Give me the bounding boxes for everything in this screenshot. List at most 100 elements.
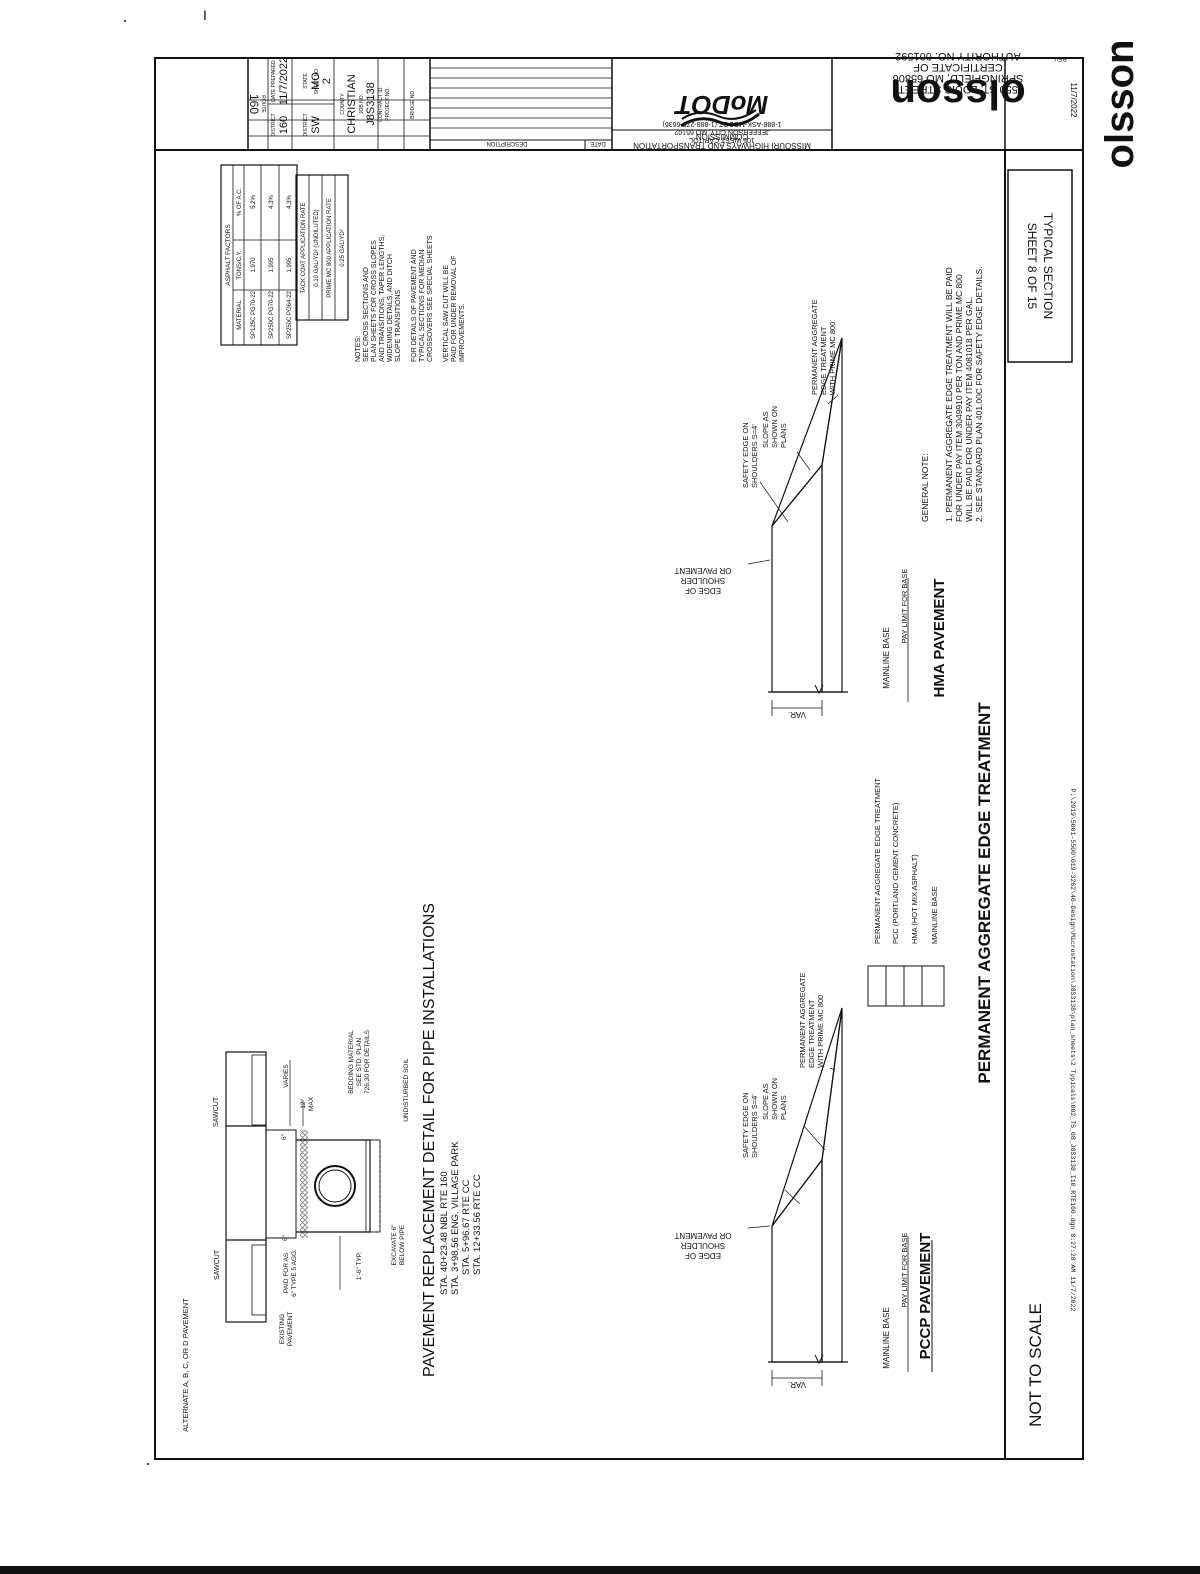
six-inch-top: 6" [281,1133,288,1140]
asphalt-row-3-material: SP250C PG64-22 [287,290,293,339]
hma-pay-limit: PAY LIMIT FOR BASE [900,569,909,644]
asphalt-factors-table: ASPHALT FACTORS MATERIAL TONS/C.Y. % OF … [220,164,298,346]
pccp-mainline-base: MAINLINE BASE [882,1307,891,1368]
asphalt-header-ac: % OF A.C. [237,188,243,217]
firm-address-2: SPRINGFIELD, MO 65806 [893,72,1024,84]
state: MO [310,72,322,90]
date-prepared: 11/7/2022 [278,57,290,105]
hma-slope-1: SLOPE AS [761,411,770,448]
varies-label: VARIES [283,1064,290,1088]
pccp-var: VAR. [788,1380,806,1389]
county: CHRISTIAN [346,74,358,133]
commission-2: COMMISSION [696,132,749,141]
hma-section: VAR. EDGE OF SHOULDER OR PAVEMENT SAFETY… [674,299,948,719]
pccp-pay-limit: PAY LIMIT FOR BASE [900,1233,909,1308]
hma-edge-1: EDGE OF [685,586,721,595]
pccp-title: PCCP PAVEMENT [917,1233,934,1360]
notes-block: NOTES: SEE CROSS SECTIONS AND PLAN SHEET… [355,235,466,362]
general-note-title: GENERAL NOTE: [920,453,930,522]
bedding-2: SEE STD. PLAN [356,1037,363,1086]
project-no-label: PROJECT NO. [385,87,391,121]
excavate-2: BELOW PIPE [399,1224,406,1265]
notes-line: PLAN SHEETS FOR CROSS SLOPES [371,240,378,362]
asphalt-row-2-ac: 4.3% [269,195,275,209]
typical-dimension: 1'-6" TYP. [356,1252,363,1280]
general-note-line: FOR UNDER PAY ITEM 3049910 PER TON AND P… [954,274,964,522]
legend-item-hma: HMA (HOT MIX ASPHALT) [910,854,919,944]
hma-safety-1: SAFETY EDGE ON [741,422,750,488]
hma-perm-1: PERMANENT AGGREGATE [810,299,819,395]
edge-date: 11/7/2022 [1069,83,1078,119]
max-1: 12" [300,1099,307,1109]
station-1: STA. 40+23.48 NBL RTE 160 [439,1171,450,1295]
alternate-pavement-label: ALTERNATE A, B, C, OR D PAVEMENT [181,1298,190,1432]
olsson-block: olsson [1004,40,1142,168]
station-4: STA. 12+33.56 RTE CC [472,1174,483,1275]
route-number: 160 [278,116,290,134]
agency-address-1: 105 WEST CAPITOL [689,136,755,143]
typical-section-sheet: SHEET 8 OF 15 [1025,223,1039,310]
station-3: STA. 5+96.67 RTE CC [461,1179,472,1275]
asphalt-row-3-tons: 1.995 [287,257,293,273]
asphalt-row-1-material: SP125C PG70-22 [251,290,257,339]
legend: PERMANENT AGGREGATE EDGE TREATMENT PCC (… [867,777,945,1007]
pccp-slope-3: PLANS [779,1095,788,1120]
job-no-label: JOB NO. [359,94,365,114]
pccp-slope-1: SLOPE AS [761,1083,770,1120]
notes-line: CROSSOVERS SEE SPECIAL SHEETS [427,235,434,362]
firm-logo: olsson [890,71,1025,118]
county-label: COUNTY [340,93,346,115]
hma-slope-2: SHOWN ON [770,406,779,448]
hma-edge-2: SHOULDER [681,576,726,585]
notes-line: SEE CROSS SECTIONS AND [363,267,370,362]
tack-value: 0.10 GAL/YD² (UNDILUTED) [314,209,320,286]
hma-perm-3: WITH PRIME MC 800 [828,322,837,395]
pccp-section: VAR. EDGE OF SHOULDER OR PAVEMENT SAFETY… [674,972,934,1389]
prime-title: PRIME MC 800 APPLICATION RATE [327,198,333,297]
agency-phone: 1-888-ASK-MODOT (1-888-275-6636) [663,120,782,127]
asphalt-row-2-tons: 1.995 [269,257,275,273]
pccp-edge-1: EDGE OF [685,1251,721,1260]
tack-title: TACK COAT APPLICATION RATE [301,202,307,293]
asphalt-table-title: ASPHALT FACTORS [225,224,232,286]
asphalt-row-2-material: SP250C PG70-22 [269,290,275,339]
hma-mainline-base: MAINLINE BASE [882,627,891,688]
hma-title: HMA PAVEMENT [931,579,948,698]
asphalt-row-1-ac: 5.2% [251,195,257,209]
agency-address-2: JEFFERSON CITY, MO 65102 [674,128,769,135]
paid-for-2: 6" TYPE 5 AGG. [291,1249,298,1297]
title-block: olsson 550 ST. LOUIS STREET SPRINGFIELD,… [247,50,1026,150]
certificate-2: AUTHORITY NO. 001592 [895,50,1021,62]
bedding-1: BEDDING MATERIAL [348,1030,355,1094]
notes-line: NOTES: [355,336,362,362]
pccp-edge-3: OR PAVEMENT [674,1231,731,1240]
asphalt-header-tons: TONS/C.Y. [237,250,243,279]
district: SW [310,116,322,134]
notes-line: WIDENING DETAILS, AND DITCH [387,254,394,362]
pccp-safety-2: SHOULDERS S=4' [750,1094,759,1158]
pccp-slope-2: SHOWN ON [770,1078,779,1120]
paid-for-1: PAID FOR AS [283,1252,290,1293]
legend-item-mainline-base: MAINLINE BASE [930,886,939,944]
rev-label: REV. [1053,55,1067,61]
commission-1: MISSOURI HIGHWAYS AND TRANSPORTATION [633,141,811,150]
hma-slope-3: PLANS [779,423,788,448]
job-no: J8S3138 [365,82,377,125]
pipe-installation-detail: ALTERNATE A, B, C, OR D PAVEMENT SAWCUT … [181,903,483,1432]
main-title: PERMANENT AGGREGATE EDGE TREATMENT [975,702,994,1084]
pccp-perm-2: EDGE TREATMENT [807,999,816,1068]
sheet-border [154,57,1084,1460]
pccp-perm-3: WITH PRIME MC 800 [816,995,825,1068]
route: 160 [247,94,261,114]
district-label-2: DISTRICT [303,113,309,136]
notes-line: FOR DETAILS OF PAVEMENT AND [411,249,418,362]
pccp-edge-2: SHOULDER [681,1241,726,1250]
bedding-3: 726.30 FOR DETAILS [364,1029,371,1093]
tack-coat-table: TACK COAT APPLICATION RATE 0.10 GAL/YD² … [295,174,349,321]
bridge-no-label: BRIDGE NO. [410,89,416,118]
legend-item-pcc: PCC (PORTLAND CEMENT CONCRETE) [891,802,900,944]
six-inch-bottom: 6" [282,1234,289,1241]
notes-line: IMPROVEMENTS. [459,303,466,362]
sawcut-left: SAWCUT [214,1249,221,1280]
